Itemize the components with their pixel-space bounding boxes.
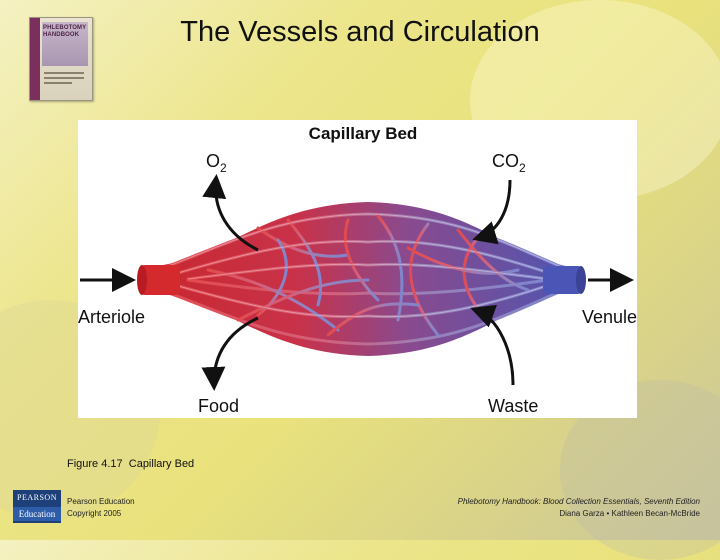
book-cover-lines [44,72,84,87]
capillary-network [151,212,575,346]
venule-opening [576,266,586,294]
waste-label: Waste [488,396,538,416]
capillary-network-highlights [152,213,574,318]
footer-book-title: Phlebotomy Handbook: Blood Collection Es… [457,497,700,506]
o2-label: O2 [206,151,227,175]
footer-copyright: Copyright 2005 [67,509,122,518]
book-cover-band [42,22,88,66]
capillary-bed-figure: Capillary Bed [78,120,637,418]
food-label: Food [198,396,239,416]
book-cover-title-line1: PHLEBOTOMY [43,25,87,31]
arteriole-label: Arteriole [78,307,145,327]
venule-label: Venule [582,307,637,327]
pearson-education-logo: PEARSON Education [13,490,61,523]
slide-title: The Vessels and Circulation [180,16,540,48]
footer-book-info: Phlebotomy Handbook: Blood Collection Es… [458,496,700,520]
venule-vessel [543,266,583,294]
book-cover-title-line2: HANDBOOK [43,31,80,38]
co2-label: CO2 [492,151,526,175]
book-cover-title: PHLEBOTOMY HANDBOOK [43,25,89,38]
footer-publisher-info: Pearson Education Copyright 2005 [67,496,135,520]
o2-out-arrow [202,174,259,252]
waste-in-arrow [470,304,515,386]
capillary-bed-diagram: Capillary Bed [78,124,637,416]
book-cover-image: PHLEBOTOMY HANDBOOK [29,17,93,101]
food-out-arrow [201,316,259,391]
logo-bottom-text: Education [13,507,61,521]
book-spine [30,18,40,100]
logo-top-text: PEARSON [17,493,57,502]
arteriole-vessel [140,265,180,295]
footer-authors: Diana Garza • Kathleen Becan-McBride [559,509,700,518]
diagram-title: Capillary Bed [309,124,418,143]
arteriole-opening [137,265,147,295]
footer-publisher: Pearson Education [67,497,135,506]
figure-caption: Figure 4.17 Capillary Bed [67,458,195,470]
co2-in-arrow [472,179,512,245]
